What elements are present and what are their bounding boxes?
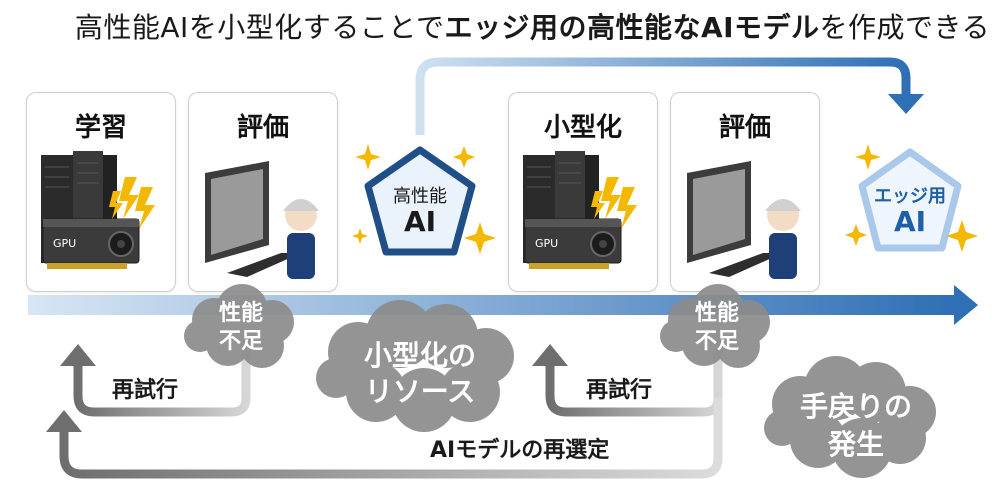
gpu-label: GPU: [53, 237, 77, 250]
retry-label-2: 再試行: [586, 378, 653, 403]
cloud-insufficient-1-line2: 不足: [218, 329, 263, 354]
retry-loop-2-head: [532, 344, 568, 366]
monitor-person-icon: [205, 161, 319, 279]
card-eval-1-title: 評価: [236, 113, 289, 143]
sparkle-icon: [845, 144, 978, 252]
card-train-title: 学習: [74, 113, 127, 143]
monitor-person-icon: [687, 161, 801, 279]
cloud-rework-line2: 発生: [827, 428, 884, 461]
transform-arrow-head: [888, 94, 924, 114]
retry-label-1: 再試行: [112, 378, 179, 403]
card-compress: 小型化 GPU: [508, 92, 658, 292]
headline: 高性能AIを小型化することでエッジ用の高性能なAIモデルを作成できる: [0, 6, 990, 46]
reselect-loop: [59, 398, 723, 479]
cloud-resources-line2: リソース: [364, 375, 476, 408]
server-gpu-icon: [523, 151, 637, 269]
reselect-label: AIモデルの再選定: [430, 438, 610, 463]
headline-part3: を作成できる: [819, 11, 990, 44]
card-eval-2: 評価: [670, 92, 820, 292]
retry-loop-1: [73, 340, 251, 417]
high-perf-ai-badge: [352, 144, 496, 256]
cloud-resources-text: 小型化の リソース: [340, 338, 500, 410]
timeline-arrow-head: [954, 285, 978, 325]
card-eval-2-title: 評価: [718, 113, 771, 143]
high-perf-ai-line1: 高性能: [393, 186, 447, 207]
sparkle-icon: [352, 144, 496, 254]
cloud-insufficient-2-line1: 性能: [694, 301, 739, 326]
cloud-rework-text: 手戻りの 発生: [786, 388, 926, 464]
edge-ai-line1: エッジ用: [874, 186, 946, 207]
card-eval-1: 評価: [188, 92, 338, 292]
headline-emphasis: エッジ用の高性能なAIモデル: [444, 11, 820, 44]
card-train: 学習 GPU: [26, 92, 176, 292]
high-perf-ai-line2: AI: [403, 205, 437, 238]
cloud-rework-line1: 手戻りの: [799, 390, 912, 423]
headline-part1: 高性能AIを小型化することで: [74, 11, 445, 44]
cloud-insufficient-1-text: 性能 不足: [196, 300, 286, 356]
card-compress-title: 小型化: [543, 113, 622, 143]
reselect-loop-head: [46, 410, 82, 432]
cloud-insufficient-2-line2: 不足: [694, 329, 739, 354]
edge-ai-badge: [845, 144, 978, 252]
cloud-resources-line1: 小型化の: [363, 339, 476, 372]
transform-arrow: [415, 57, 911, 135]
timeline-bar: [28, 295, 956, 315]
server-gpu-icon: [41, 151, 155, 269]
edge-ai-line2: AI: [893, 205, 927, 238]
cloud-insufficient-2-text: 性能 不足: [672, 300, 762, 356]
cloud-insufficient-1-line1: 性能: [218, 301, 263, 326]
retry-loop-1-head: [60, 344, 96, 366]
gpu-label: GPU: [535, 237, 559, 250]
